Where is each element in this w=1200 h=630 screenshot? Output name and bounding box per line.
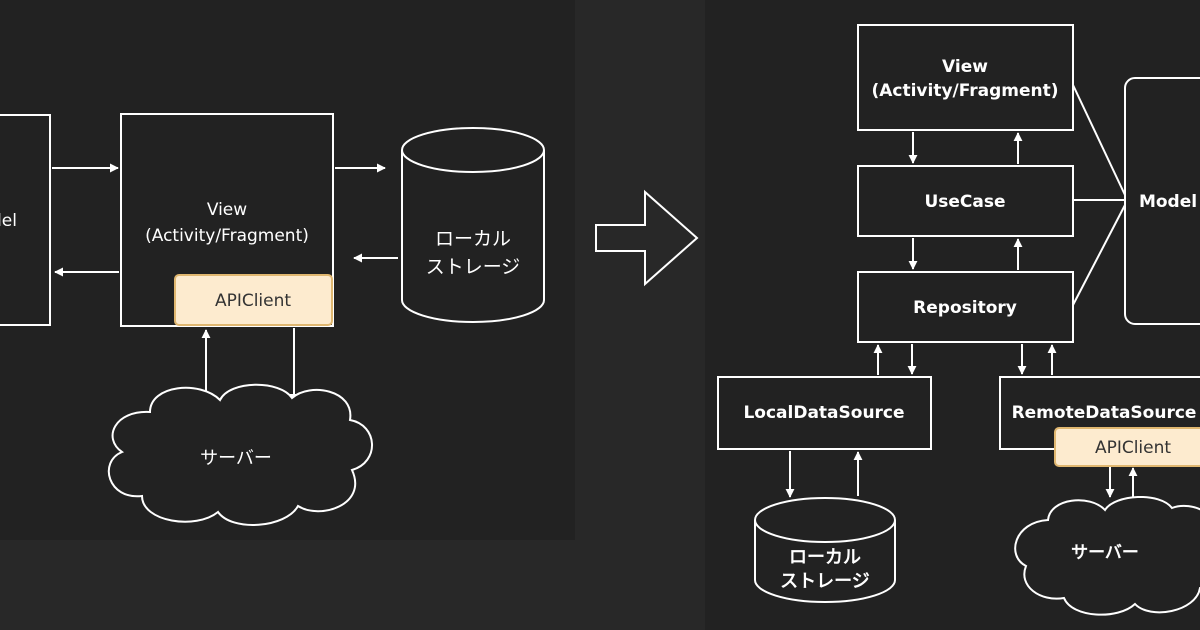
- before-api-client-box: [174, 274, 333, 326]
- hollow-right-arrow-icon: [595, 189, 699, 287]
- after-model-label: Model: [1139, 192, 1197, 212]
- after-api-client-box: [1054, 427, 1200, 467]
- after-view-box: [857, 24, 1074, 131]
- after-local-storage-cylinder: [754, 497, 896, 603]
- after-repository-label: Repository: [913, 298, 1017, 318]
- before-storage-line1: ローカル: [435, 228, 511, 250]
- before-model-label: del: [0, 211, 17, 231]
- before-view-title: View: [207, 200, 247, 220]
- after-server-cloud: [1014, 496, 1200, 616]
- after-remote-data-source-label: RemoteDataSource: [1012, 403, 1197, 423]
- before-server-label: サーバー: [200, 448, 272, 469]
- after-repository-box: [857, 271, 1074, 343]
- after-view-subtitle: (Activity/Fragment): [871, 81, 1058, 101]
- after-local-data-source-label: LocalDataSource: [743, 403, 904, 423]
- after-usecase-box: [857, 165, 1074, 237]
- before-server-cloud: [107, 383, 373, 526]
- after-diagram: [717, 24, 1200, 616]
- after-server-label: サーバー: [1071, 543, 1139, 563]
- after-storage-line2: ストレージ: [780, 571, 870, 592]
- after-storage-line1: ローカル: [789, 547, 861, 568]
- before-api-client-label: APIClient: [215, 291, 291, 311]
- line-repository-model: [1072, 204, 1126, 306]
- after-model-box: [1124, 77, 1200, 325]
- before-local-storage-cylinder: [401, 127, 545, 323]
- after-local-data-source-box: [717, 376, 932, 450]
- before-storage-line2: ストレージ: [426, 256, 521, 278]
- line-view-model: [1072, 84, 1126, 196]
- before-view-subtitle: (Activity/Fragment): [145, 226, 309, 246]
- after-api-client-label: APIClient: [1095, 438, 1171, 458]
- after-usecase-label: UseCase: [924, 192, 1005, 212]
- before-model-box: [0, 114, 51, 326]
- after-view-title: View: [942, 57, 988, 77]
